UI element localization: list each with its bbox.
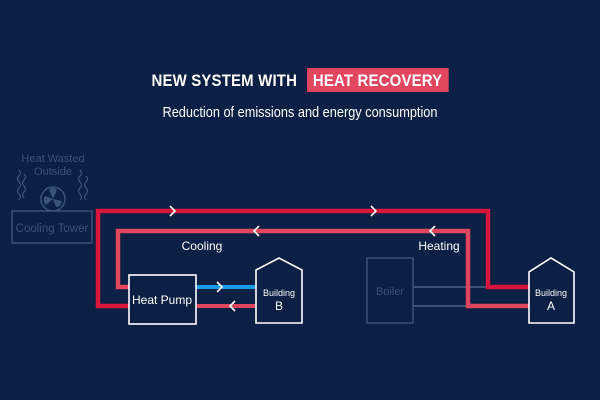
flow-left-chevron-icon (228, 300, 236, 312)
building-a-label-1: Building (535, 288, 567, 298)
heating-return-pipe (115, 228, 529, 309)
boiler-group: Boiler (366, 257, 490, 324)
building-b-label-1: Building (263, 288, 295, 298)
boiler-label: Boiler (376, 286, 404, 298)
title-highlight: HEAT RECOVERY (306, 68, 449, 92)
boiler-box (366, 257, 414, 324)
building-b-label-2: B (275, 299, 283, 313)
title-prefix: NEW SYSTEM WITH (151, 71, 298, 90)
heat-wasted-label-2: Outside (34, 166, 72, 178)
heat-pump-box (128, 274, 197, 325)
flow-left-chevron-icon (252, 225, 260, 237)
cooling-tower-label: Cooling Tower (16, 223, 89, 235)
flow-right-chevron-icon (370, 205, 378, 217)
diagram-title: NEW SYSTEM WITH HEAT RECOVERY (36, 68, 564, 92)
flow-left-chevron-icon (428, 225, 436, 237)
building-a-label-2: A (547, 299, 555, 313)
cooling-tower-group: Heat Wasted Outside Cooling Tower (11, 153, 93, 244)
cooling-label: Cooling (182, 239, 223, 253)
flow-right-chevron-icon (216, 281, 224, 293)
heat-pump-label: Heat Pump (132, 293, 192, 307)
heating-supply-pipe (95, 208, 529, 309)
cooling-tower-box (11, 210, 93, 244)
fan-icon (40, 186, 66, 212)
diagram-subtitle: Reduction of emissions and energy consum… (162, 104, 438, 121)
heating-label: Heating (418, 239, 459, 253)
building-a-icon (528, 257, 575, 324)
building-b-icon (255, 257, 303, 324)
heat-wasted-label-1: Heat Wasted (21, 153, 84, 165)
flow-right-chevron-icon (169, 205, 177, 217)
heat-waves-icon (16, 169, 89, 201)
